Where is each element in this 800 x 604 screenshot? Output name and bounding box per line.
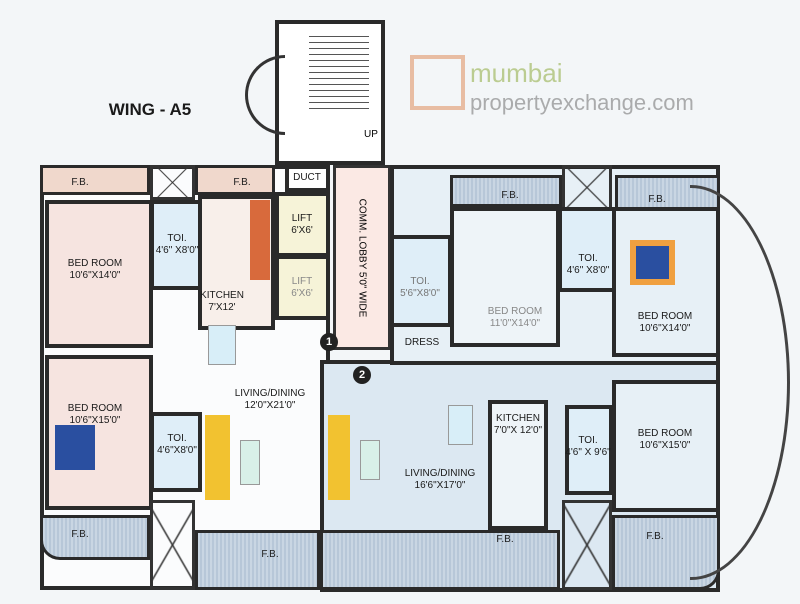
bed bbox=[55, 425, 95, 470]
lift-2 bbox=[275, 255, 330, 320]
fb-label: F.B. bbox=[71, 177, 89, 188]
fb-label: F.B. bbox=[233, 177, 251, 188]
lift-1 bbox=[275, 192, 330, 257]
duct bbox=[285, 165, 330, 192]
flat-marker-2: 2 bbox=[353, 366, 371, 384]
fb-label: F.B. bbox=[648, 194, 666, 205]
stair-steps bbox=[309, 34, 369, 114]
right-toilet-b bbox=[558, 207, 616, 292]
left-toilet-bottom-label: TOI.4'6"X8'0" bbox=[157, 433, 197, 456]
right-toilet-a-label: TOI.5'6"X8'0" bbox=[400, 276, 440, 299]
sofa bbox=[328, 415, 350, 500]
left-toilet-top-label: TOI.4'6" X8'0" bbox=[155, 233, 199, 256]
shaft-right bbox=[562, 165, 612, 210]
fb-label: F.B. bbox=[261, 549, 279, 560]
table bbox=[360, 440, 380, 480]
flat-marker-1: 1 bbox=[320, 333, 338, 351]
common-lobby bbox=[333, 165, 391, 350]
table bbox=[240, 440, 260, 485]
duct-label: DUCT bbox=[293, 172, 321, 183]
curved-balcony bbox=[690, 185, 790, 580]
balcony-curve bbox=[245, 55, 285, 135]
fb-label: F.B. bbox=[71, 529, 89, 540]
shaft-bottom bbox=[150, 500, 195, 590]
left-fb-bottom-1 bbox=[40, 515, 150, 560]
left-toilet-bottom bbox=[150, 412, 202, 492]
right-toilet-b-label: TOI.4'6" X8'0" bbox=[566, 253, 610, 276]
right-bedroom-c bbox=[612, 380, 720, 512]
watermark-logo bbox=[410, 55, 465, 110]
right-bedroom-a bbox=[450, 207, 560, 347]
left-fb-top-1 bbox=[40, 165, 150, 195]
stair-up-label: UP bbox=[364, 129, 378, 140]
fb-label: F.B. bbox=[646, 531, 664, 542]
left-fb-top-2 bbox=[195, 165, 275, 195]
dress-label: DRESS bbox=[404, 337, 440, 348]
right-fb-bottom-1 bbox=[320, 530, 560, 590]
shaft-bottom-right bbox=[562, 500, 612, 590]
right-fb-top-1 bbox=[450, 175, 562, 207]
lobby-label: COMM. LOBBY 5'0" WIDE bbox=[356, 198, 368, 318]
left-fb-bottom-2 bbox=[195, 530, 320, 590]
staircase: UP bbox=[275, 20, 385, 165]
right-toilet-c-label: TOI.4'6" X 9'6" bbox=[565, 435, 611, 458]
fb-label: F.B. bbox=[501, 190, 519, 201]
dining-table bbox=[208, 325, 236, 365]
wing-title: WING - A5 bbox=[108, 100, 192, 119]
watermark-line1: mumbai bbox=[470, 58, 563, 88]
left-bedroom-top bbox=[45, 200, 153, 348]
fb-label: F.B. bbox=[496, 534, 514, 545]
kitchen-counter bbox=[250, 200, 270, 280]
bed bbox=[630, 240, 675, 285]
watermark-line2: propertyexchange.com bbox=[470, 90, 694, 115]
shaft bbox=[150, 165, 195, 200]
sofa bbox=[205, 415, 230, 500]
right-kitchen bbox=[488, 400, 548, 530]
right-toilet-c bbox=[565, 405, 613, 495]
dining-table bbox=[448, 405, 473, 445]
